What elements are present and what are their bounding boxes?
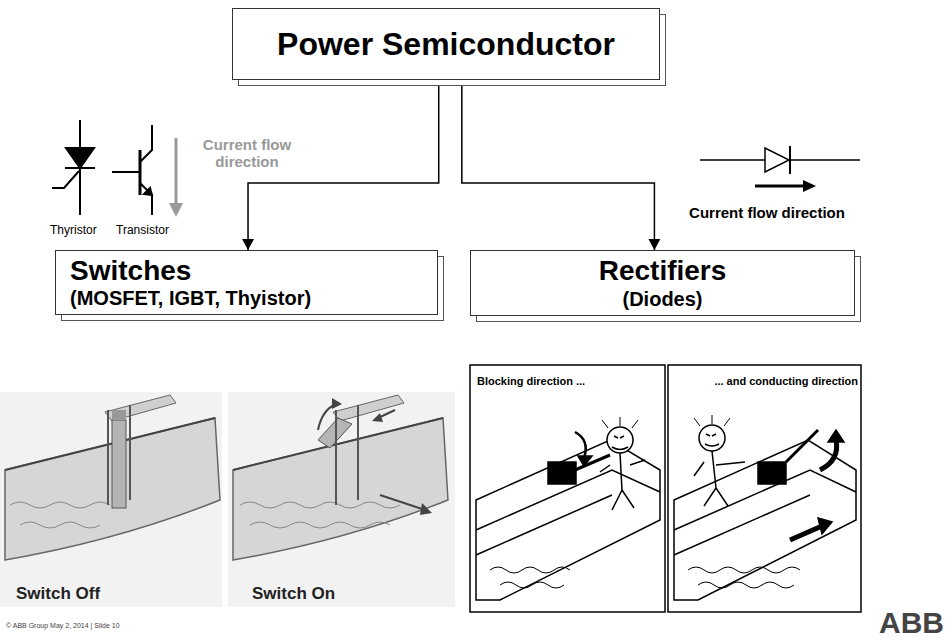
current-arrow xyxy=(755,180,816,192)
conducting-cartoon xyxy=(668,365,861,612)
flow-note: Current flow direction xyxy=(672,204,862,221)
arrow-head xyxy=(648,239,660,250)
node-subtext: (MOSFET, IGBT, Thyistor) xyxy=(70,287,423,310)
category-box: Rectifiers(Diodes) xyxy=(470,250,855,316)
blocking-cartoon xyxy=(470,365,665,612)
diode-symbol xyxy=(700,146,860,174)
node-heading: Power Semiconductor xyxy=(247,26,645,63)
switch-off-picture xyxy=(0,392,222,607)
switch-on-picture xyxy=(228,392,455,607)
current-arrow xyxy=(169,138,183,217)
arrow-head xyxy=(242,239,254,250)
node-heading: Switches xyxy=(70,255,423,287)
cartoon-caption: ... and conducting direction xyxy=(700,375,858,388)
picture-caption: Switch Off xyxy=(16,584,166,604)
root-box: Power Semiconductor xyxy=(232,8,660,80)
thyristor-symbol xyxy=(52,120,95,215)
transistor-symbol xyxy=(112,125,152,215)
picture-caption: Switch On xyxy=(252,584,402,604)
connector-line xyxy=(462,80,655,250)
logo-text: ABB xyxy=(872,606,944,641)
symbol-name: Transistor xyxy=(116,224,196,238)
node-heading: Rectifiers xyxy=(485,255,840,287)
symbol-name: Thyristor xyxy=(50,224,120,238)
node-subtext: (Diodes) xyxy=(485,288,840,311)
category-box: Switches(MOSFET, IGBT, Thyistor) xyxy=(55,250,438,315)
footer-note: © ABB Group May 2, 2014 | Slide 10 xyxy=(6,622,226,630)
flow-note: Current flow direction xyxy=(188,136,306,171)
cartoon-caption: Blocking direction ... xyxy=(477,375,657,388)
